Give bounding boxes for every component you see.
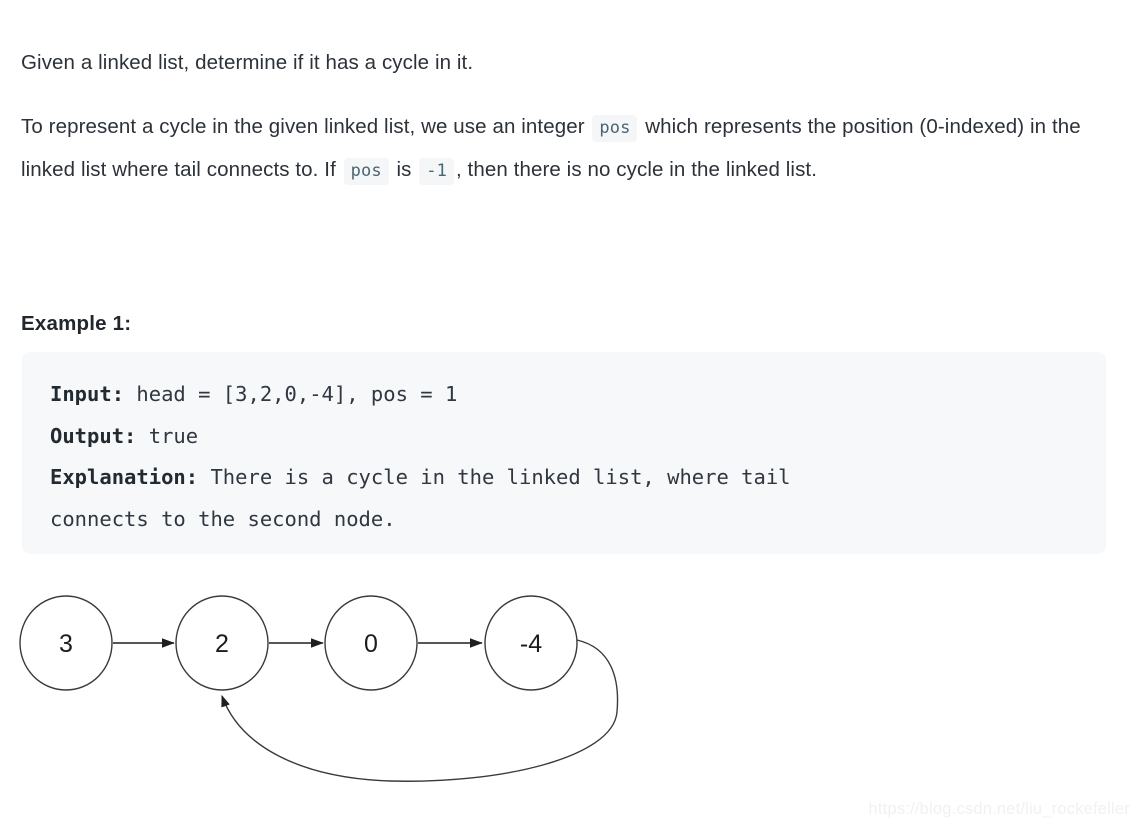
cycle-edge-minus-4-to-2 bbox=[221, 639, 619, 782]
inline-code-negative-one: -1 bbox=[419, 157, 454, 185]
list-node-2: 2 bbox=[175, 595, 269, 691]
list-node-minus-4: -4 bbox=[484, 595, 578, 691]
example-heading: Example 1: bbox=[21, 311, 132, 335]
paragraph-2-part-4: , then there is no cycle in the linked l… bbox=[455, 157, 818, 181]
watermark-text: https://blog.csdn.net/liu_rockefeller bbox=[868, 800, 1130, 818]
code-label-output: Output: bbox=[50, 423, 137, 448]
code-value-output: true bbox=[136, 423, 199, 448]
problem-paragraph-1: Given a linked list, determine if it has… bbox=[21, 41, 1099, 84]
node-circle-0 bbox=[324, 595, 418, 691]
paragraph-2-part-3: is bbox=[390, 157, 418, 181]
paragraph-1-text: Given a linked list, determine if it has… bbox=[21, 50, 474, 74]
list-node-0: 0 bbox=[324, 595, 418, 691]
node-label-0: 0 bbox=[364, 630, 378, 658]
paragraph-2-part-2: which represents the position (0-indexed… bbox=[21, 114, 1087, 181]
node-circle-minus-4 bbox=[484, 595, 578, 691]
node-label-2: 2 bbox=[215, 630, 229, 658]
paragraph-2-part-1: To represent a cycle in the given linked… bbox=[21, 114, 591, 138]
node-circle-3 bbox=[19, 595, 113, 691]
code-label-input: Input: bbox=[50, 382, 125, 406]
inline-code-pos-1: pos bbox=[592, 114, 638, 142]
problem-paragraph-2: To represent a cycle in the given linked… bbox=[21, 105, 1099, 191]
node-circle-2 bbox=[175, 595, 269, 691]
linked-list-svg: 3 2 0 -4 bbox=[19, 595, 619, 782]
code-value-input: head = [3,2,0,-4], pos = 1 bbox=[124, 382, 458, 406]
inline-code-pos-2: pos bbox=[343, 157, 389, 185]
node-label-3: 3 bbox=[59, 630, 73, 658]
code-value-explanation: There is a cycle in the linked list, whe… bbox=[50, 465, 791, 531]
list-node-3: 3 bbox=[19, 595, 113, 691]
example-code-text: Input: head = [3,2,0,-4], pos = 1 Output… bbox=[50, 374, 1078, 540]
node-label-minus-4: -4 bbox=[520, 630, 542, 658]
code-label-explanation: Explanation: bbox=[50, 465, 199, 489]
linked-list-diagram: 3 2 0 -4 bbox=[0, 570, 680, 820]
example-code-block: Input: head = [3,2,0,-4], pos = 1 Output… bbox=[22, 352, 1106, 554]
